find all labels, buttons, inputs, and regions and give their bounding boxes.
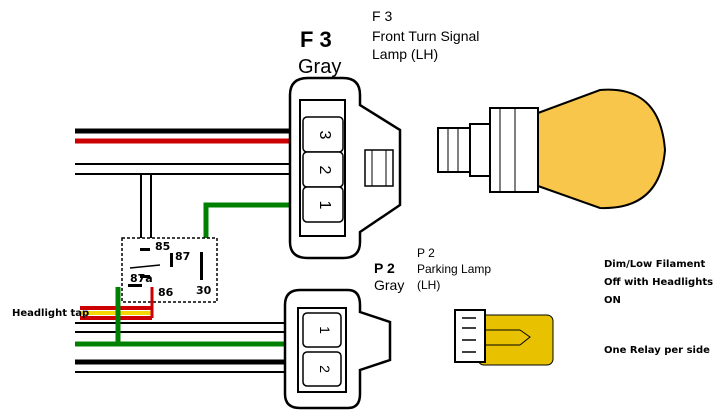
note-line-2: Off with Headlights — [604, 277, 713, 288]
p2-code: P 2 — [374, 260, 395, 276]
note-line-3: ON — [604, 295, 621, 306]
f3-description-1: Front Turn Signal — [372, 28, 479, 44]
p2-wire-harness — [75, 287, 285, 373]
f3-color: Gray — [298, 56, 341, 78]
note-line-4: One Relay per side — [604, 345, 710, 356]
f3-pin-1: 1 — [316, 201, 333, 210]
relay-pin-85: 85 — [155, 240, 170, 253]
f3-wire-harness — [75, 128, 290, 175]
green-wire-to-f3 — [203, 202, 290, 238]
f3-code: F 3 — [300, 27, 332, 52]
f3-connector: 3 2 1 — [288, 76, 402, 260]
relay-pin-30: 30 — [196, 284, 212, 297]
f3-pin-3: 3 — [316, 131, 333, 140]
f3-id: F 3 — [372, 8, 392, 24]
relay-pin-87a: 87a — [130, 272, 153, 285]
p2-pin-1: 1 — [317, 326, 333, 334]
note-line-1: Dim/Low Filament — [604, 259, 706, 270]
f3-description-2: Lamp (LH) — [372, 46, 438, 62]
p2-connector: 1 2 — [283, 288, 392, 410]
p2-id: P 2 — [417, 246, 435, 260]
amber-bulb-icon — [437, 88, 667, 210]
headlight-tap-label: Headlight tap — [12, 308, 89, 319]
p2-color: Gray — [374, 277, 404, 293]
p2-description-1: Parking Lamp — [417, 262, 491, 276]
relay-pin-86: 86 — [158, 286, 174, 299]
relay: 85 87 87a 86 30 — [121, 237, 218, 303]
f3-pin-2: 2 — [316, 166, 333, 175]
p2-pin-2: 2 — [317, 365, 333, 373]
small-bulb-icon — [454, 309, 554, 366]
p2-description-2: (LH) — [417, 278, 440, 292]
relay-pin-87: 87 — [175, 250, 190, 263]
